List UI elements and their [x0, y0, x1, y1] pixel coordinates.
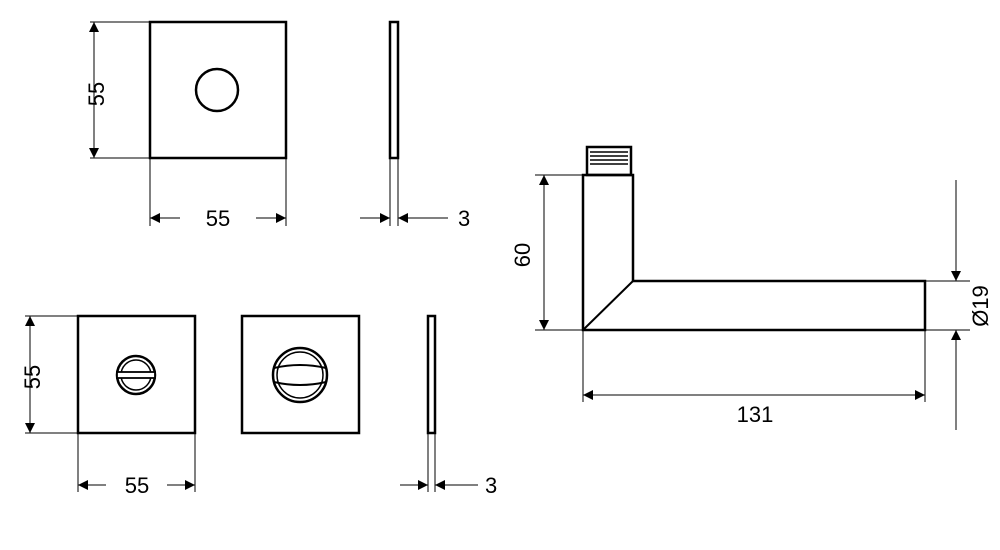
rose-side-plate	[388, 20, 400, 160]
wc-release-slot-icon	[115, 354, 157, 396]
rose-side-view: 3	[360, 20, 470, 231]
handle-length-label: 131	[737, 402, 774, 427]
handle-length-dimension: 131	[582, 330, 926, 427]
spindle-cap	[585, 145, 633, 177]
lever-handle	[581, 145, 927, 332]
handle-height-dimension: 60	[510, 174, 583, 331]
thumbturn-knob-icon	[271, 346, 329, 404]
wc-rose-height-label: 55	[20, 365, 45, 389]
rose-front-view	[148, 20, 288, 160]
rose-height-dimension: 55	[84, 21, 150, 159]
handle-diameter-dimension: Ø19	[925, 180, 993, 430]
wc-thumbturn-square-plate	[240, 314, 361, 435]
wc-thickness-label: 3	[485, 473, 497, 498]
handle-diameter-label: Ø19	[968, 285, 993, 327]
rose-width-dimension: 55	[149, 158, 287, 231]
rose-cylinder-hole	[194, 67, 240, 113]
wc-thumbturn-front-view	[240, 314, 361, 435]
handle-miter-line	[582, 280, 634, 331]
wc-rose-square-plate	[76, 314, 197, 435]
rose-height-label: 55	[84, 82, 109, 106]
rose-square-plate	[148, 20, 288, 160]
handle-height-label: 60	[510, 243, 535, 267]
handle-outline	[581, 173, 927, 332]
wc-rose-height-dimension: 55	[20, 315, 78, 434]
wc-side-view: 3	[400, 314, 497, 498]
rose-thickness-label: 3	[458, 206, 470, 231]
wc-rose-width-label: 55	[125, 473, 149, 498]
wc-side-plate	[426, 314, 437, 435]
rose-width-label: 55	[206, 206, 230, 231]
wc-rose-width-dimension: 55	[77, 433, 196, 498]
wc-rose-front-view	[76, 314, 197, 435]
